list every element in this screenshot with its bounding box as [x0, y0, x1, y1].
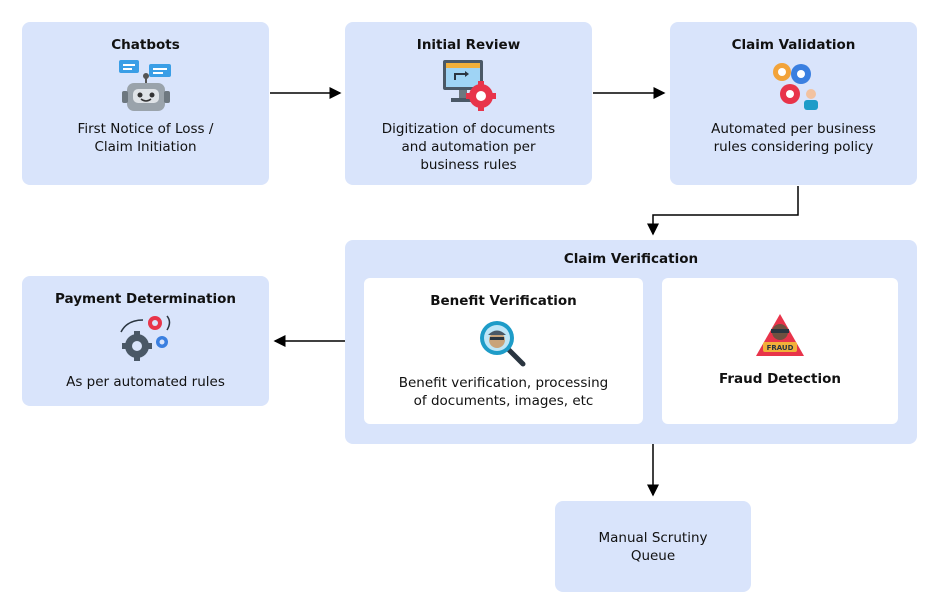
initial-review-desc: Digitization of documents and automation… — [345, 120, 592, 174]
computer-gear-icon — [443, 60, 496, 111]
manual-scrutiny-desc: Manual Scrutiny Queue — [555, 529, 751, 565]
arrow-validation-to-verification — [647, 186, 799, 236]
benefit-verification-desc-line2: of documents, images, etc — [413, 393, 594, 409]
initial-review-desc-line1: Digitization of documents — [381, 121, 556, 137]
fraud-detection-box: FRAUD Fraud Detection — [662, 278, 898, 424]
claim-verification-title: Claim Verification — [563, 251, 699, 267]
claim-validation-desc-line1: Automated per business — [711, 121, 876, 137]
benefit-verification-desc: Benefit verification, processing of docu… — [364, 374, 643, 410]
claim-validation-desc: Automated per business rules considering… — [670, 120, 917, 156]
initial-review-title: Initial Review — [416, 37, 521, 53]
payment-determination-box: Payment Determination As per automated r… — [22, 276, 269, 406]
payment-determination-desc: As per automated rules — [66, 374, 225, 390]
chatbots-desc: First Notice of Loss / Claim Initiation — [22, 120, 269, 156]
manual-scrutiny-box: Manual Scrutiny Queue — [555, 501, 751, 592]
claim-validation-desc-line2: rules considering policy — [713, 139, 874, 155]
claim-validation-title: Claim Validation — [731, 37, 856, 53]
fraud-badge-text: FRAUD — [767, 344, 794, 352]
chatbots-title: Chatbots — [111, 37, 180, 53]
payment-determination-title: Payment Determination — [54, 291, 237, 307]
manual-scrutiny-line1: Manual Scrutiny — [598, 530, 708, 546]
chatbots-box: Chatbots First Notice of Loss / Claim In… — [22, 22, 269, 185]
benefit-verification-title: Benefit Verification — [430, 293, 577, 309]
benefit-verification-box: Benefit Verification Benefit verificatio… — [364, 278, 643, 424]
claim-verification-box: Claim Verification Benefit Verification … — [345, 240, 917, 444]
initial-review-desc-line3: business rules — [420, 157, 517, 173]
chatbots-desc-line2: Claim Initiation — [94, 139, 197, 155]
initial-review-box: Initial Review Digitization of documents… — [345, 22, 592, 185]
initial-review-desc-line2: and automation per — [401, 139, 536, 155]
magnifier-person-icon — [480, 321, 526, 367]
gears-cycle-icon — [120, 315, 171, 361]
fraud-detection-title: Fraud Detection — [718, 371, 842, 387]
chatbots-desc-line1: First Notice of Loss / — [77, 121, 214, 137]
gears-person-icon — [773, 63, 818, 110]
benefit-verification-desc-line1: Benefit verification, processing — [398, 375, 609, 391]
manual-scrutiny-line2: Queue — [630, 548, 676, 564]
fraud-warning-icon: FRAUD — [756, 314, 804, 356]
robot-icon — [119, 60, 171, 111]
claim-validation-box: Claim Validation Automated per business … — [670, 22, 917, 185]
